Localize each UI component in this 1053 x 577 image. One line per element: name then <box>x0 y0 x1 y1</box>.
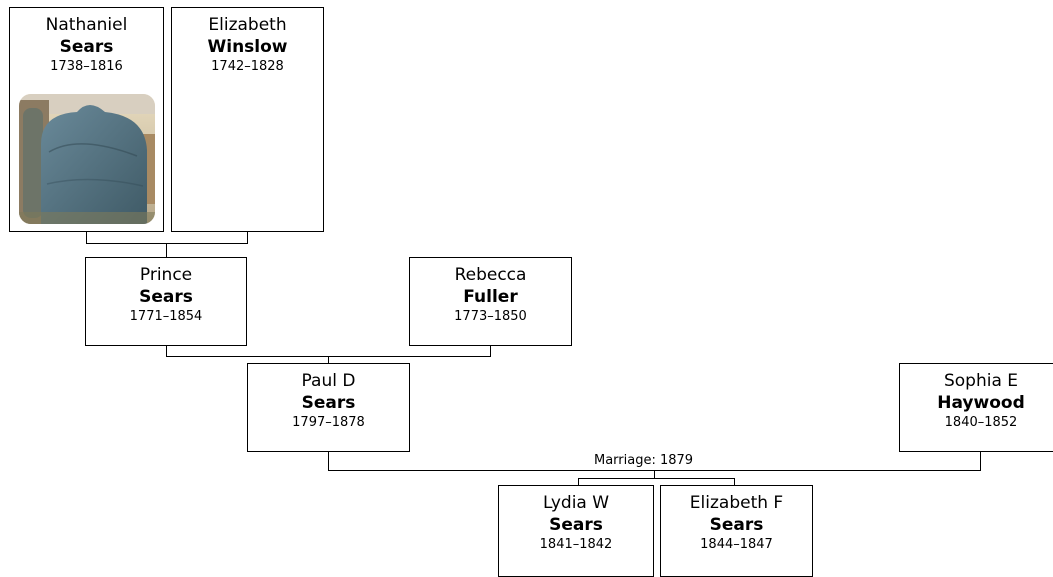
life-years: 1844–1847 <box>700 537 773 552</box>
given-name: Elizabeth F <box>689 493 784 513</box>
marriage-label: Marriage: 1879 <box>592 453 696 468</box>
person-elizabeth-f-sears[interactable]: Elizabeth F Sears 1844–1847 <box>660 485 813 577</box>
surname: Sears <box>139 287 193 307</box>
gravestone-photo[interactable] <box>19 94 155 224</box>
given-name: Rebecca <box>454 265 527 285</box>
connector-line <box>247 231 248 244</box>
surname: Sears <box>709 515 764 535</box>
connector-line <box>734 478 735 486</box>
given-name: Paul D <box>301 371 356 391</box>
connector-line <box>166 243 167 257</box>
given-name: Elizabeth <box>208 15 287 35</box>
person-elizabeth-winslow[interactable]: Elizabeth Winslow 1742–1828 <box>171 7 324 232</box>
surname: Sears <box>59 37 114 57</box>
life-years: 1773–1850 <box>454 309 527 324</box>
person-rebecca-fuller[interactable]: Rebecca Fuller 1773–1850 <box>409 257 572 346</box>
life-years: 1797–1878 <box>292 415 365 430</box>
life-years: 1738–1816 <box>50 59 123 74</box>
life-years: 1771–1854 <box>129 309 203 324</box>
given-name: Lydia W <box>542 493 610 513</box>
connector-line <box>166 345 167 357</box>
surname: Sears <box>549 515 603 535</box>
connector-line <box>86 231 87 244</box>
connector-line <box>490 345 491 357</box>
person-sophia-e-haywood[interactable]: Sophia E Haywood 1840–1852 <box>899 363 1053 452</box>
life-years: 1840–1852 <box>944 415 1018 430</box>
person-prince-sears[interactable]: Prince Sears 1771–1854 <box>85 257 247 346</box>
surname: Haywood <box>937 393 1025 413</box>
given-name: Nathaniel <box>45 15 128 35</box>
given-name: Sophia E <box>943 371 1019 391</box>
connector-line <box>654 470 655 479</box>
connector-line <box>578 478 579 486</box>
person-lydia-w-sears[interactable]: Lydia W Sears 1841–1842 <box>498 485 654 577</box>
connector-line <box>578 478 735 479</box>
connector-line <box>980 451 981 471</box>
given-name: Prince <box>139 265 193 285</box>
surname: Sears <box>301 393 356 413</box>
connector-line <box>328 356 329 364</box>
life-years: 1841–1842 <box>539 537 613 552</box>
connector-line <box>328 451 329 471</box>
surname: Winslow <box>207 37 288 57</box>
connector-line <box>86 243 248 244</box>
person-paul-d-sears[interactable]: Paul D Sears 1797–1878 <box>247 363 410 452</box>
person-nathaniel-sears[interactable]: Nathaniel Sears 1738–1816 <box>9 7 164 232</box>
life-years: 1742–1828 <box>211 59 284 74</box>
surname: Fuller <box>463 287 518 307</box>
